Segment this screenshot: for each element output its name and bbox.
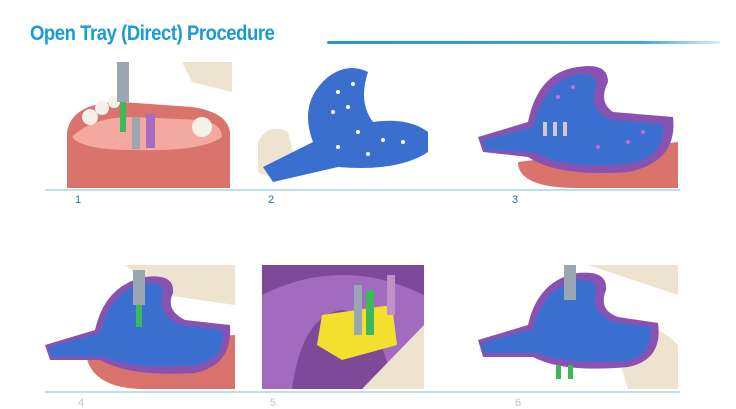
step-number-3: 3 xyxy=(512,194,519,206)
step-number-2: 2 xyxy=(268,194,275,206)
step-number-5: 5 xyxy=(270,397,277,409)
row-1-divider xyxy=(45,189,680,191)
page-title: Open Tray (Direct) Procedure xyxy=(30,22,275,45)
row-2-divider xyxy=(45,391,680,393)
step-number-4: 4 xyxy=(78,397,85,409)
step-2-illustration xyxy=(258,62,432,188)
step-1-illustration xyxy=(62,62,232,188)
title-underline xyxy=(327,41,720,44)
step-5-illustration xyxy=(262,265,424,389)
step-6-illustration xyxy=(478,265,678,389)
step-number-6: 6 xyxy=(515,397,522,409)
step-3-illustration xyxy=(478,62,678,188)
step-number-1: 1 xyxy=(75,194,82,206)
step-4-illustration xyxy=(45,265,235,389)
